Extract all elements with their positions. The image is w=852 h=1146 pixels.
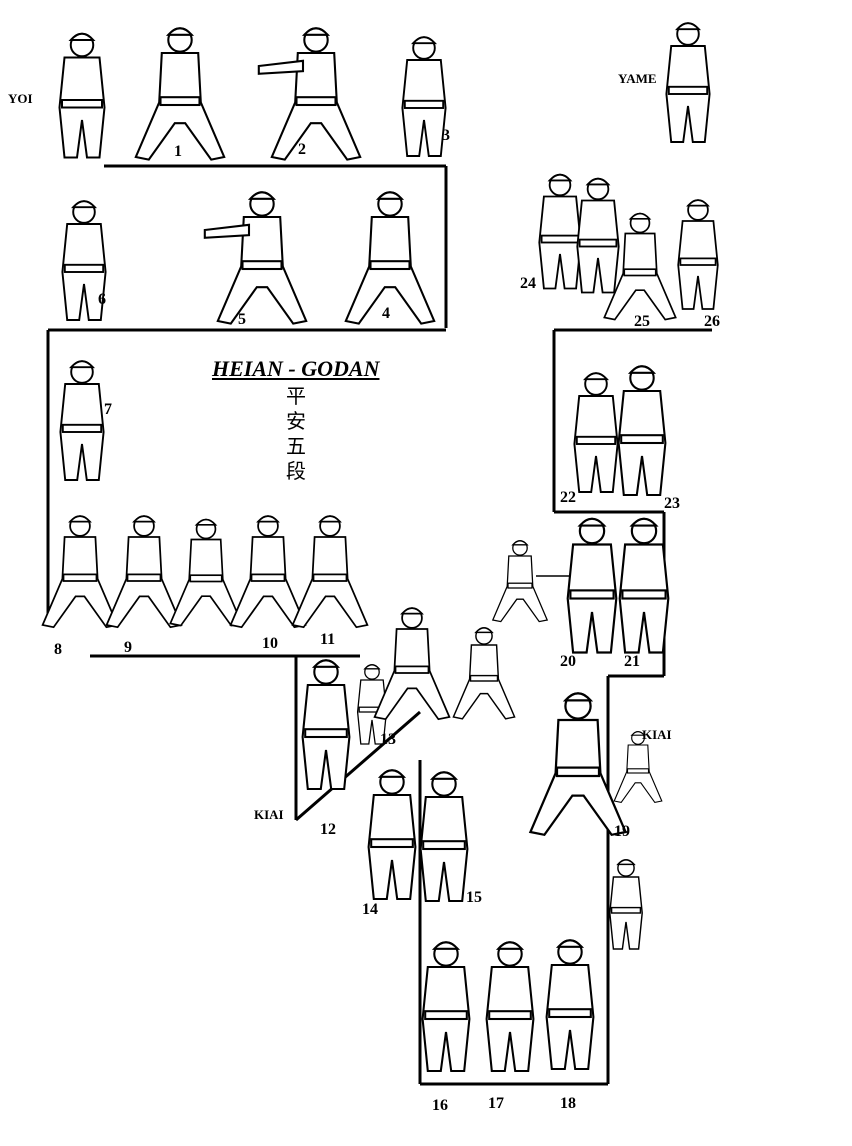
yoi-label: YOI <box>8 91 33 106</box>
step-number: 19 <box>614 823 630 840</box>
step-number: 13 <box>380 731 396 748</box>
kata-title: HEIAN - GODAN <box>212 356 380 381</box>
kanji-title: 平 安 五 段 <box>284 384 308 484</box>
step-number: 6 <box>98 291 106 308</box>
step-number: 2 <box>298 141 306 158</box>
kanji-char: 平 <box>286 384 306 408</box>
step-number: 17 <box>488 1095 504 1112</box>
step-number: 20 <box>560 653 576 670</box>
step-number: 9 <box>124 639 132 656</box>
step-number: 1 <box>174 143 182 160</box>
kanji-char: 段 <box>286 459 306 483</box>
step-number: 7 <box>104 401 112 418</box>
kanji-char: 五 <box>286 434 306 458</box>
step-number: 8 <box>54 641 62 658</box>
yame-label: YAME <box>618 71 657 86</box>
step-number: 18 <box>560 1095 576 1112</box>
kiai-label-12: KIAI <box>254 807 284 822</box>
step-number: 22 <box>560 489 576 506</box>
step-number: 16 <box>432 1097 448 1114</box>
step-number: 11 <box>320 631 336 648</box>
kiai-label-19: KIAI <box>642 727 672 742</box>
step-number: 5 <box>238 311 246 328</box>
karateka-figures <box>41 22 719 1073</box>
step-number: 14 <box>362 901 378 918</box>
step-number: 10 <box>262 635 278 652</box>
step-number: 24 <box>520 275 536 292</box>
step-number: 21 <box>624 653 640 670</box>
step-number: 15 <box>466 889 482 906</box>
step-number: 23 <box>664 495 680 512</box>
step-number: 12 <box>320 821 336 838</box>
step-number: 4 <box>382 305 390 322</box>
step-number: 26 <box>704 313 720 330</box>
step-number: 25 <box>634 313 650 330</box>
step-number: 3 <box>442 127 450 144</box>
kanji-char: 安 <box>286 409 306 433</box>
